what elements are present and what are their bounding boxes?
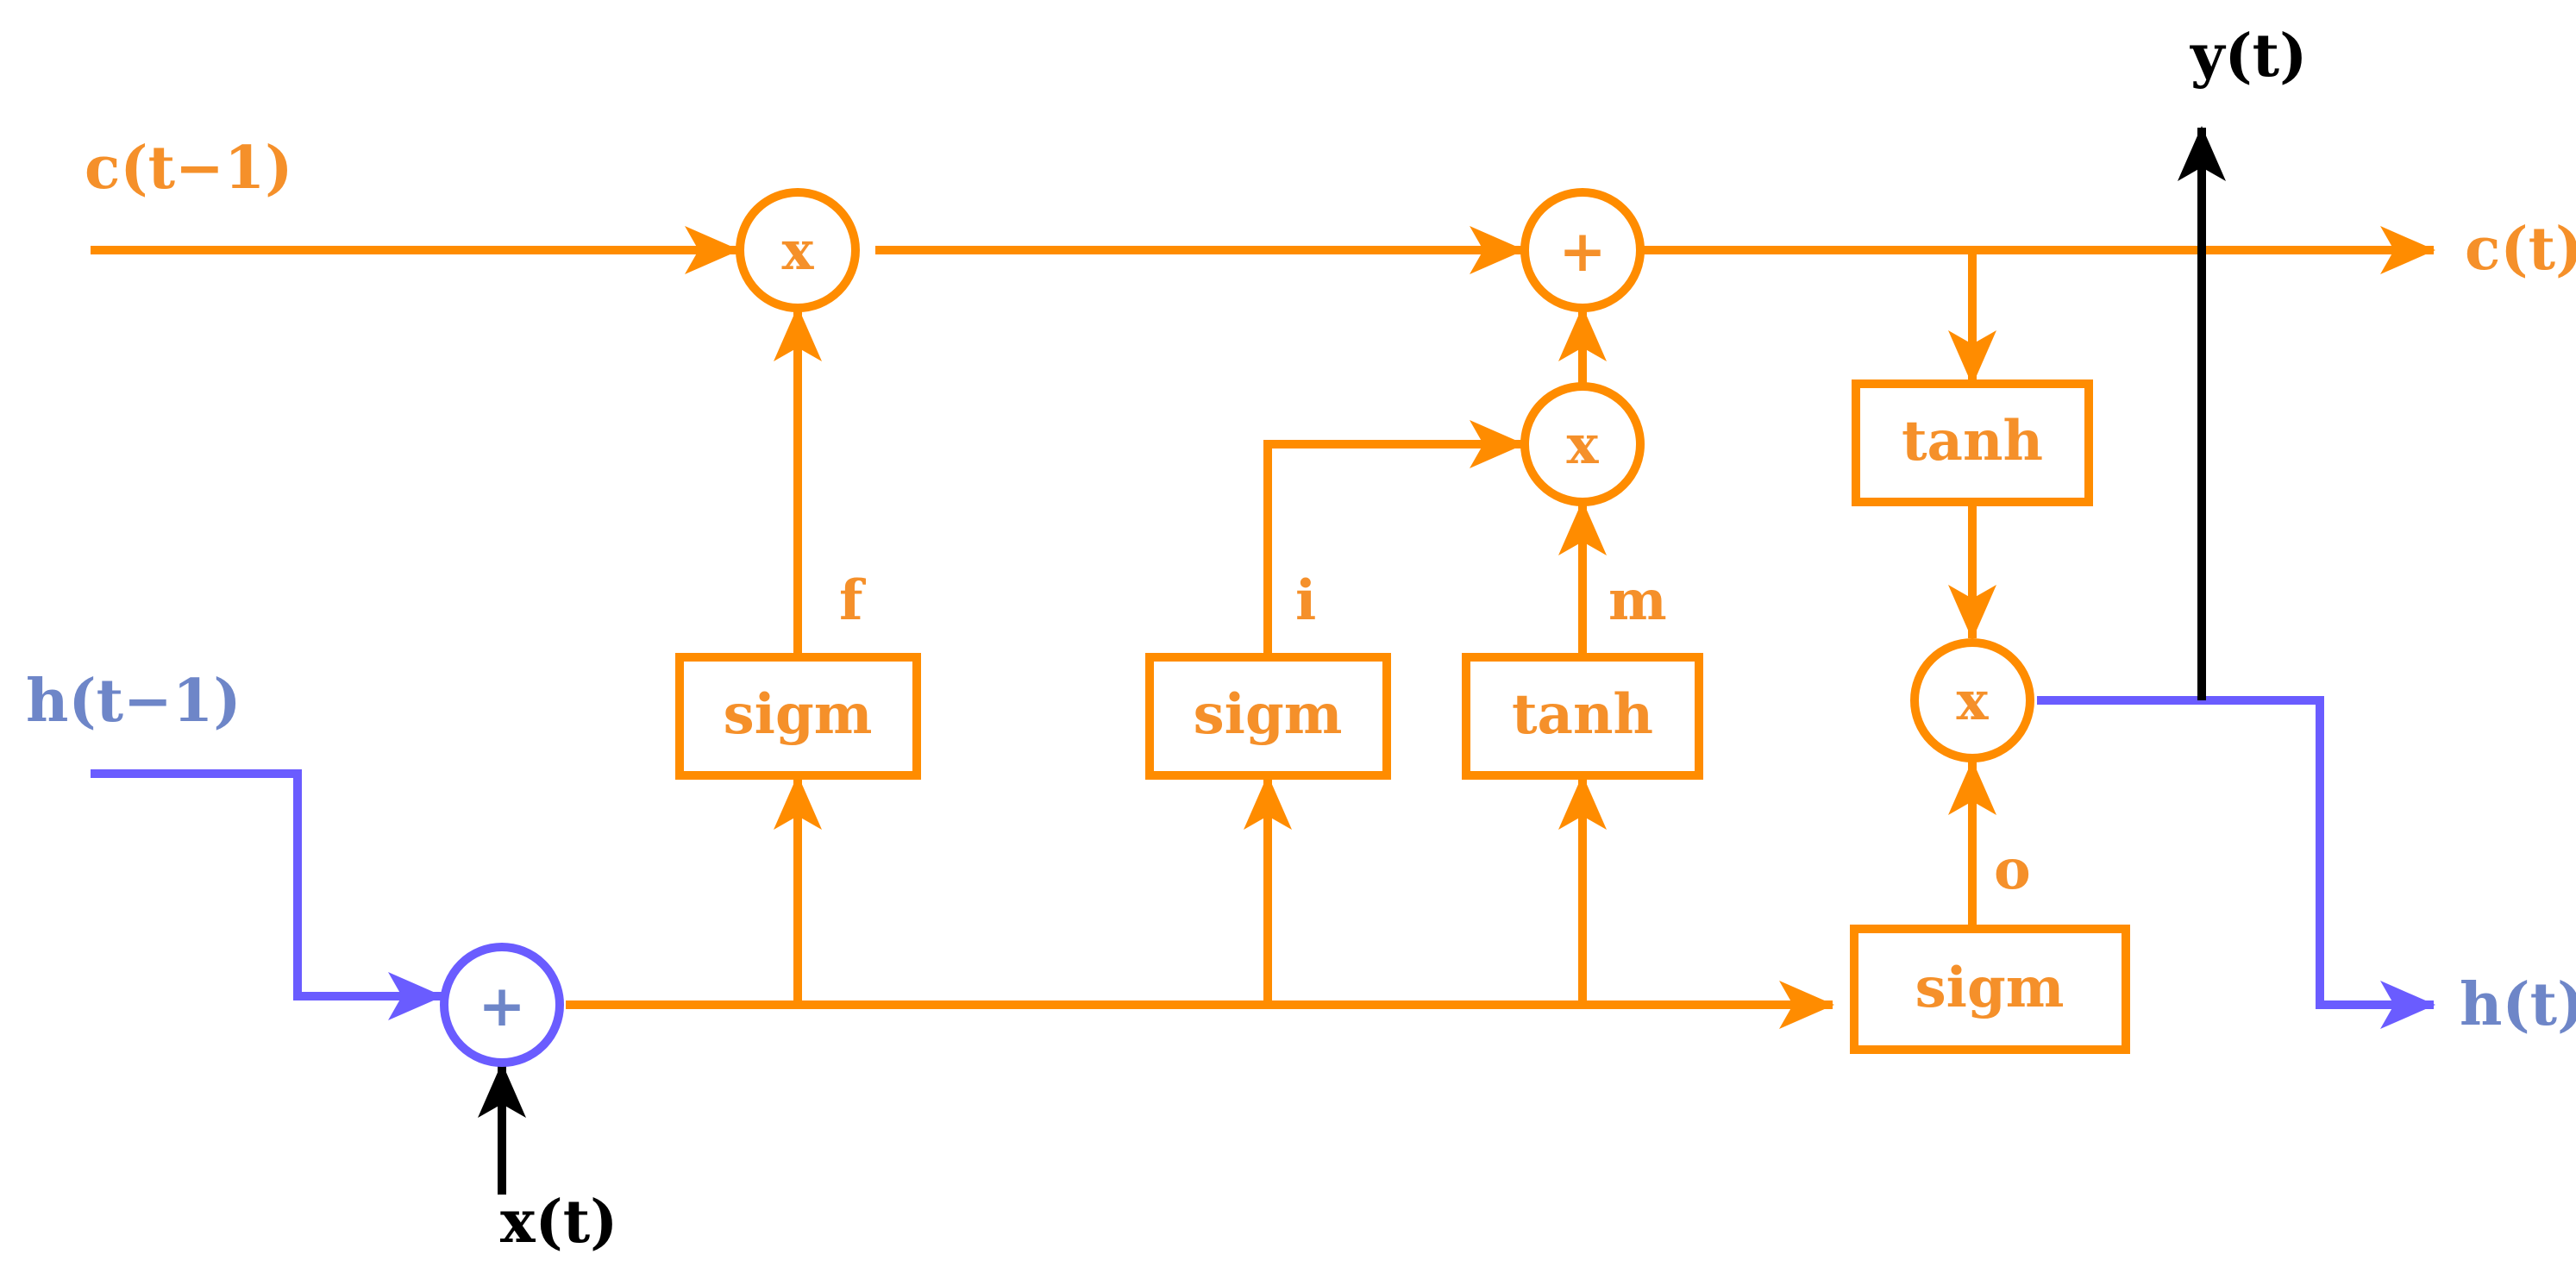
input-multiply-symbol: x bbox=[1567, 413, 1600, 476]
cell-next-label: c(t) bbox=[2465, 215, 2576, 284]
hidden-prev-label: h(t−1) bbox=[26, 667, 241, 736]
output-gate-label: sigm bbox=[1915, 956, 2065, 1020]
gate-i-label: i bbox=[1295, 568, 1316, 633]
input-gate-to-mul-edge bbox=[1263, 420, 1525, 657]
gate-o-label: o bbox=[1994, 837, 2031, 902]
output-y-label: y(t) bbox=[2190, 22, 2307, 91]
input-x-label: x(t) bbox=[500, 1188, 617, 1257]
cell-add-symbol: + bbox=[1558, 217, 1606, 285]
gate-m-label: m bbox=[1608, 568, 1667, 633]
output-gate-block: sigm bbox=[1850, 925, 2130, 1054]
input-add-node: + bbox=[440, 943, 564, 1067]
hidden-next-edge bbox=[2037, 696, 2435, 1029]
hidden-prev-edge bbox=[91, 769, 443, 1020]
gate-f-label: f bbox=[839, 568, 866, 633]
forget-gate-label: sigm bbox=[724, 682, 873, 747]
cell-tanh-label: tanh bbox=[1902, 409, 2043, 474]
input-add-symbol: + bbox=[478, 972, 525, 1039]
input-multiply-node: x bbox=[1520, 382, 1645, 506]
candidate-block: tanh bbox=[1462, 653, 1703, 780]
forget-multiply-node: x bbox=[736, 188, 860, 312]
forget-multiply-symbol: x bbox=[782, 219, 815, 282]
output-multiply-symbol: x bbox=[1957, 669, 1990, 732]
cell-tanh-block: tanh bbox=[1852, 379, 2093, 506]
input-gate-label: sigm bbox=[1194, 682, 1343, 747]
candidate-label: tanh bbox=[1512, 682, 1653, 747]
output-multiply-node: x bbox=[1910, 638, 2034, 762]
input-gate-block: sigm bbox=[1145, 653, 1391, 780]
hidden-next-label: h(t) bbox=[2460, 970, 2576, 1039]
cell-prev-label: c(t−1) bbox=[85, 134, 292, 203]
cell-add-node: + bbox=[1520, 188, 1645, 312]
forget-gate-block: sigm bbox=[675, 653, 921, 780]
